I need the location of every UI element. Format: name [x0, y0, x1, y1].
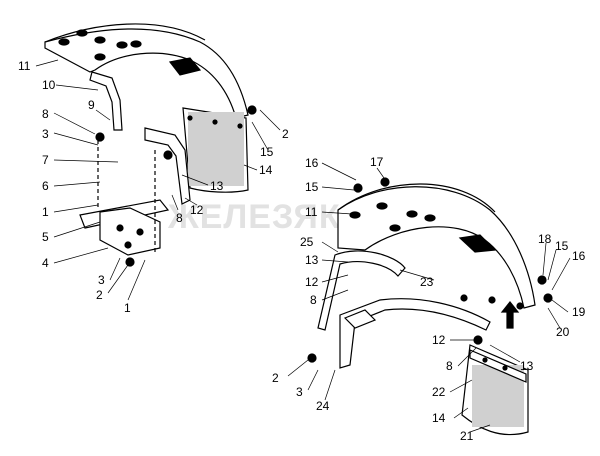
- left-fender-assembly: [44, 23, 257, 267]
- callout: 4: [42, 256, 49, 270]
- callout: 12: [305, 275, 319, 289]
- callout: 21: [460, 429, 474, 443]
- callout: 3: [296, 385, 303, 399]
- callout: 3: [42, 127, 49, 141]
- callout: 12: [432, 333, 446, 347]
- right-mud-flap: [461, 344, 529, 436]
- callout: 16: [305, 156, 319, 170]
- left-bracket-arm: [144, 127, 191, 205]
- right-callouts: 16 17 15 11 25 13 12 8 23 18 15 16 19 20…: [272, 155, 586, 443]
- callout: 9: [88, 98, 95, 112]
- callout: 22: [432, 385, 446, 399]
- callout: 13: [520, 359, 534, 373]
- right-curved-bracket: [317, 250, 406, 331]
- callout: 8: [310, 293, 317, 307]
- callout: 15: [260, 145, 274, 159]
- callout: 18: [538, 232, 552, 246]
- callout: 2: [96, 288, 103, 302]
- callout: 5: [42, 230, 49, 244]
- callout: 23: [420, 275, 434, 289]
- callout: 6: [42, 179, 49, 193]
- left-front-strip: [89, 71, 123, 131]
- right-fender-shell: [337, 183, 536, 310]
- callout: 2: [272, 371, 279, 385]
- callout: 8: [446, 359, 453, 373]
- left-fender-shell: [44, 23, 249, 119]
- left-mud-flap: [182, 107, 249, 193]
- callout: 8: [176, 211, 183, 225]
- callout: 14: [259, 163, 273, 177]
- assembly-arrow: [500, 301, 520, 329]
- callout: 11: [18, 59, 31, 73]
- callout: 7: [42, 153, 49, 167]
- callout: 10: [42, 78, 56, 92]
- left-mounting-plate: [99, 207, 161, 256]
- callout: 17: [370, 155, 384, 169]
- callout: 1: [124, 301, 131, 315]
- callout: 14: [432, 411, 446, 425]
- right-leader-lines: [287, 162, 571, 433]
- callout: 24: [316, 399, 330, 413]
- right-fender-assembly: [307, 177, 553, 436]
- callout: 13: [210, 179, 224, 193]
- callout: 25: [300, 235, 314, 249]
- right-support-arm: [339, 298, 491, 369]
- callout: 1: [42, 205, 49, 219]
- left-callouts: 11 10 9 8 3 7 6 1 5 4 3 2 1 2 15 14 13 1…: [18, 59, 289, 315]
- callout: 3: [98, 273, 105, 287]
- watermark: ЖЕЛЕЗЯКА: [167, 198, 366, 236]
- callout: 19: [572, 305, 586, 319]
- callout: 16: [572, 249, 586, 263]
- callout: 8: [42, 107, 49, 121]
- callout: 20: [556, 325, 570, 339]
- left-leader-lines: [35, 59, 281, 301]
- callout: 2: [282, 127, 289, 141]
- callout: 15: [555, 239, 569, 253]
- callout: 11: [305, 205, 318, 219]
- callout: 15: [305, 180, 319, 194]
- callout: 12: [190, 203, 204, 217]
- callout: 13: [305, 253, 319, 267]
